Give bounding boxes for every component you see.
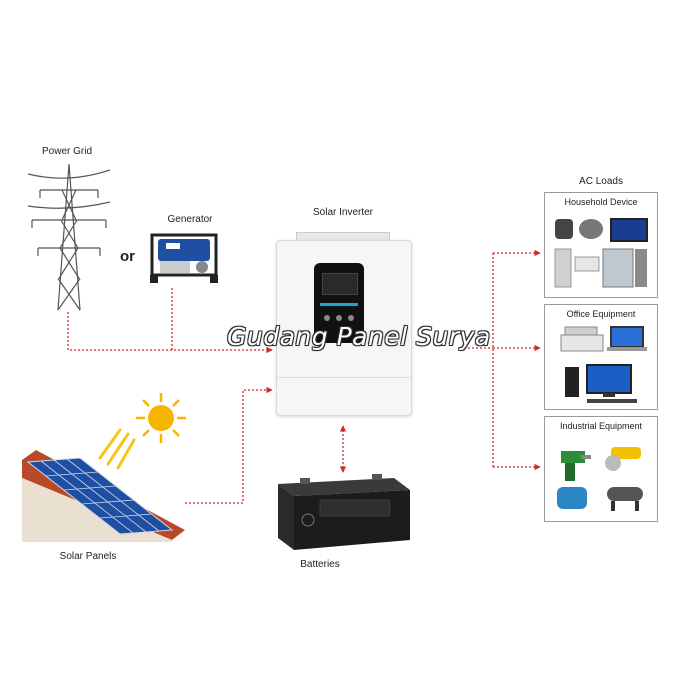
solar-panels-label: Solar Panels (59, 551, 117, 562)
solar-inverter (276, 240, 412, 416)
solar-to-inverter-line (185, 386, 273, 504)
office-equipment-icon (560, 326, 647, 403)
inverter-button (348, 315, 354, 321)
generator-icon (150, 233, 218, 283)
sun-icon (136, 393, 186, 443)
power-grid-label: Power Grid (41, 146, 93, 157)
batteries-label: Batteries (300, 559, 340, 570)
sun-rays-icon (98, 428, 136, 470)
household-appliances-icon (554, 218, 648, 288)
office-equipment-box: Office Equipment (544, 304, 658, 410)
industrial-tools-icon (557, 447, 643, 511)
inverter-lcd-screen (322, 273, 358, 295)
inverter-button (324, 315, 330, 321)
household-device-box: Household Device (544, 192, 658, 298)
battery-icon (278, 474, 410, 550)
grid-to-inverter-line (67, 312, 273, 354)
industrial-equipment-box: Industrial Equipment (544, 416, 658, 522)
power-grid-tower-icon (28, 163, 110, 311)
generator-label: Generator (167, 214, 213, 225)
solar-inverter-label: Solar Inverter (312, 207, 374, 218)
office-equipment-title: Office Equipment (566, 309, 636, 319)
household-device-title: Household Device (564, 197, 638, 207)
industrial-equipment-title: Industrial Equipment (559, 421, 643, 431)
solar-panels-icon (22, 450, 185, 542)
or-label: or (120, 248, 135, 265)
inverter-display-panel (314, 263, 364, 343)
ac-loads-label: AC Loads (579, 176, 623, 187)
watermark-text: Gudang Panel Surya (227, 322, 491, 351)
inverter-button (336, 315, 342, 321)
